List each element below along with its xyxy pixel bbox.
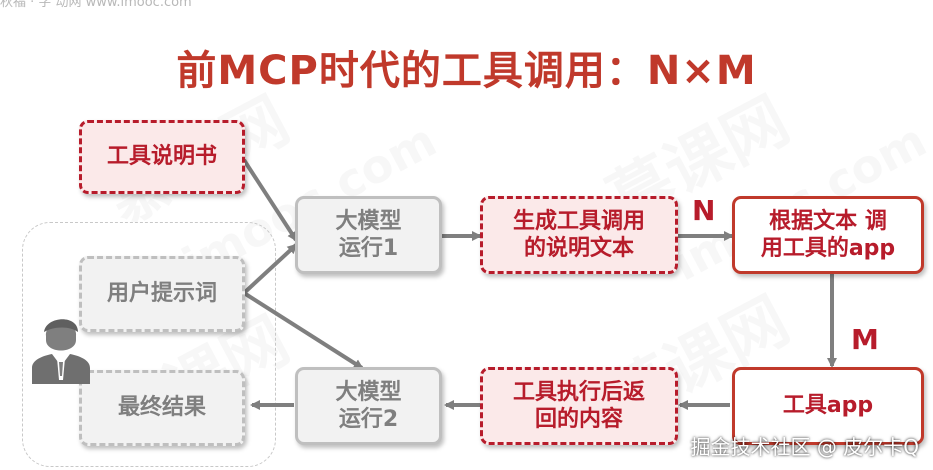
user-avatar-icon (32, 319, 90, 384)
edge-label-n: N (692, 194, 716, 227)
node-call-app-by-text: 根据文本 调 用工具的app (732, 196, 924, 274)
node-tool-exec-result: 工具执行后返 回的内容 (480, 367, 678, 445)
page-title: 前MCP时代的工具调用：N×M (176, 48, 757, 94)
edge-prompt-to-llm2 (242, 291, 364, 370)
edge-label-m: M (851, 323, 879, 356)
node-llm-run-1: 大模型 运行1 (295, 196, 442, 274)
user-group-frame (22, 222, 276, 467)
node-gen-tool-call-text: 生成工具调用 的说明文本 (480, 196, 678, 274)
node-llm-run-2: 大模型 运行2 (295, 367, 442, 445)
header-fragment: 秋福 · 字 动网 www.imooc.com (0, 0, 192, 10)
footer-watermark: 掘金技术社区 @ 皮尔卡Q (690, 435, 919, 459)
node-tool-app: 工具app (732, 367, 924, 445)
node-user-prompt: 用户提示词 (79, 256, 245, 332)
node-tool-manual: 工具说明书 (79, 120, 245, 194)
edge-prompt-to-llm1 (242, 243, 298, 295)
edge-manual-to-llm1 (242, 158, 298, 242)
node-final-result: 最终结果 (79, 370, 245, 446)
